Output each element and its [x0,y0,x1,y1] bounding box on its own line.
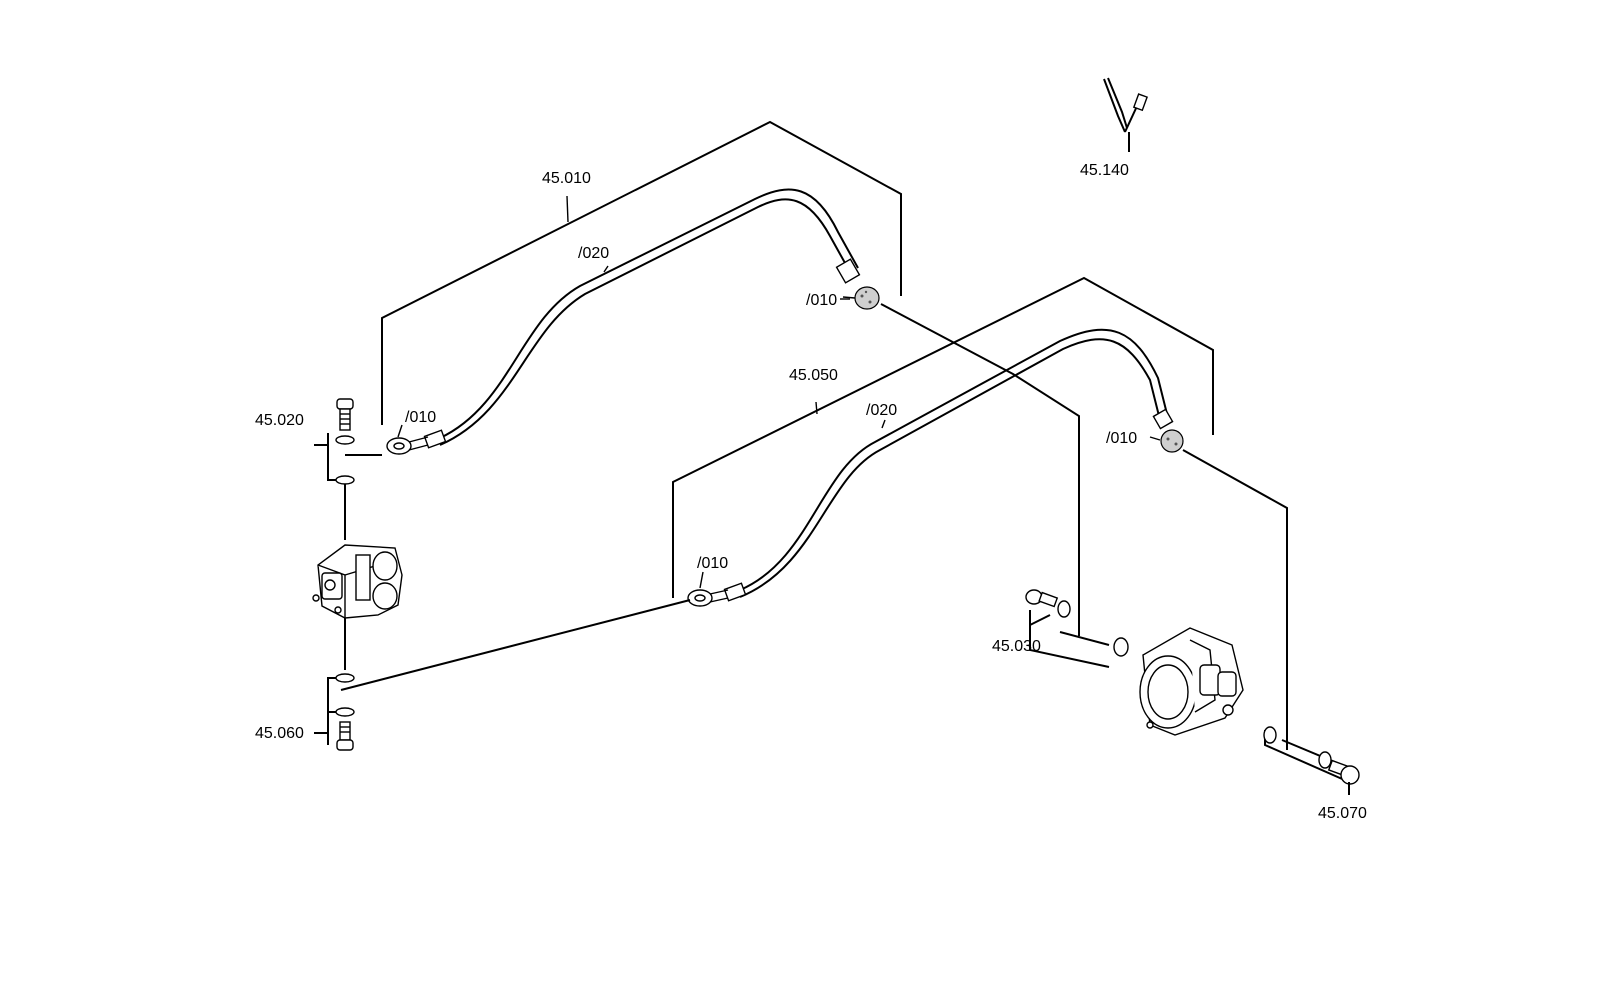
steering-unit [312,544,403,670]
banjo-fitting-lower-left [687,589,729,607]
label-010-lower-start: /010 [697,555,728,572]
leader-upper-to-45-030 [880,303,1080,636]
label-45-060: 45.060 [255,725,304,742]
hose-upper [423,188,861,449]
label-020-upper: /020 [578,245,609,262]
label-45-070: 45.070 [1318,805,1367,822]
bracket-45-060 [314,673,355,751]
hose-lower [723,328,1174,602]
label-010-upper-end: /010 [806,292,837,309]
leader-010-a-start [397,424,403,438]
label-45-010: 45.010 [542,170,591,187]
hydraulic-pump [1139,627,1244,736]
leader-020-a [603,265,609,273]
leader-lower-to-45-070 [1182,449,1288,750]
bracket-45-020 [314,398,382,540]
bracket-45-010 [381,120,902,425]
label-010-upper-start: /010 [405,409,436,426]
label-45-030: 45.030 [992,638,1041,655]
banjo-fitting-upper-left [386,436,429,455]
label-45-020: 45.020 [255,412,304,429]
leader-010-b-start [699,571,704,589]
leader-45-060-to-banjo [340,599,691,691]
label-010-lower-end: /010 [1106,430,1137,447]
bracket-45-030 [1025,589,1129,668]
label-45-050: 45.050 [789,367,838,384]
cable-tie-45-140 [1103,77,1148,152]
banjo-fitting-upper-right [842,286,880,310]
leader-020-b [881,419,886,429]
label-020-lower: /020 [866,402,897,419]
leader-010-b-end [1149,436,1161,441]
label-45-140: 45.140 [1080,162,1129,179]
bracket-45-050 [672,276,1214,598]
bracket-45-070 [1263,726,1360,795]
banjo-fitting-lower-right [1160,429,1184,453]
